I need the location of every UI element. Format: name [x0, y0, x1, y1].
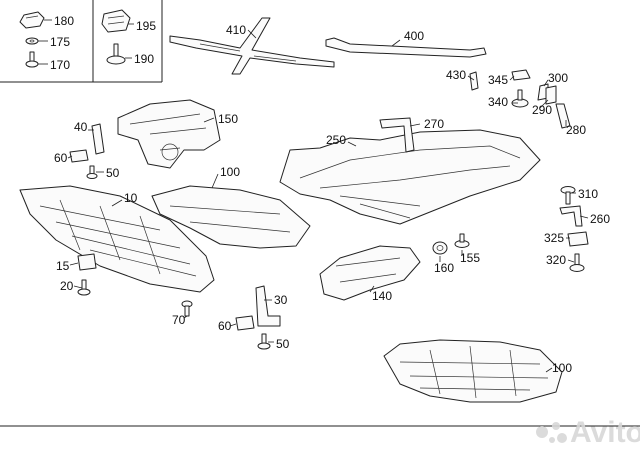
watermark-text: Avito [570, 416, 640, 449]
washer-160 [432, 241, 448, 255]
screw-310 [560, 186, 576, 205]
nut-60-bottom [235, 315, 255, 331]
callout-170: 170 [50, 58, 70, 72]
callout-180: 180 [54, 14, 74, 28]
callout-195: 195 [136, 19, 156, 33]
screw-50-top [86, 165, 98, 179]
screw-155 [454, 233, 470, 248]
heat-shield-150 [117, 99, 221, 169]
avito-logo-icon [536, 422, 567, 443]
screw-70 [181, 300, 193, 317]
callout-labels: 180 175 170 195 190 410 400 430 345 300 … [50, 14, 610, 375]
clip-15 [77, 253, 97, 271]
watermark: Avito [536, 416, 640, 449]
bracket-260 [559, 205, 583, 227]
bracket-280 [555, 103, 571, 129]
callout-280: 280 [566, 123, 586, 137]
underbody-panel-250 [279, 129, 541, 225]
washer-175 [25, 37, 39, 45]
engine-undertray-10 [19, 185, 215, 293]
callout-345: 345 [488, 73, 508, 87]
clip-nut-195 [101, 9, 131, 33]
callout-60-top: 60 [54, 151, 68, 165]
callout-40: 40 [74, 120, 88, 134]
callout-30: 30 [274, 293, 288, 307]
callout-50-top: 50 [106, 166, 120, 180]
callout-15: 15 [56, 259, 70, 273]
callout-50-bottom: 50 [276, 337, 290, 351]
callout-100-top: 100 [220, 165, 240, 179]
callout-60-bottom: 60 [218, 319, 232, 333]
callout-100-bottom: 100 [552, 361, 572, 375]
leader-lines [38, 19, 589, 373]
bracket-270 [379, 117, 415, 153]
callout-430: 430 [446, 68, 466, 82]
callout-190: 190 [134, 52, 154, 66]
cross-brace-410 [169, 17, 335, 75]
callout-320: 320 [546, 253, 566, 267]
screw-170 [25, 51, 39, 68]
callout-175: 175 [50, 35, 70, 49]
bracket-290 [545, 85, 557, 105]
callout-400: 400 [404, 29, 424, 43]
heat-shield-140 [319, 245, 421, 301]
callout-290: 290 [532, 103, 552, 117]
callout-250: 250 [326, 133, 346, 147]
nut-60-top [69, 149, 89, 163]
callout-70: 70 [172, 313, 186, 327]
bar-400 [325, 37, 487, 58]
callout-270: 270 [424, 117, 444, 131]
clip-nut-180 [19, 11, 45, 29]
screw-320 [569, 253, 585, 272]
callout-160: 160 [434, 261, 454, 275]
clip-345 [511, 69, 531, 81]
callout-150: 150 [218, 112, 238, 126]
shield-100-bottom [383, 339, 563, 403]
bracket-40 [91, 123, 105, 155]
callout-10: 10 [124, 191, 138, 205]
callout-300: 300 [548, 71, 568, 85]
callout-410: 410 [226, 23, 246, 37]
callout-325: 325 [544, 231, 564, 245]
callout-155: 155 [460, 251, 480, 265]
clip-430 [469, 71, 479, 91]
callout-260: 260 [590, 212, 610, 226]
screw-190 [106, 43, 126, 65]
clip-325 [567, 231, 589, 247]
screw-50-bottom [257, 333, 271, 350]
shield-100-top [151, 185, 311, 249]
bracket-30 [255, 285, 281, 327]
screw-20 [77, 279, 91, 296]
callout-310: 310 [578, 187, 598, 201]
callout-20: 20 [60, 279, 74, 293]
callout-340: 340 [488, 95, 508, 109]
callout-140: 140 [372, 289, 392, 303]
inset-box-fasteners [0, 0, 163, 83]
